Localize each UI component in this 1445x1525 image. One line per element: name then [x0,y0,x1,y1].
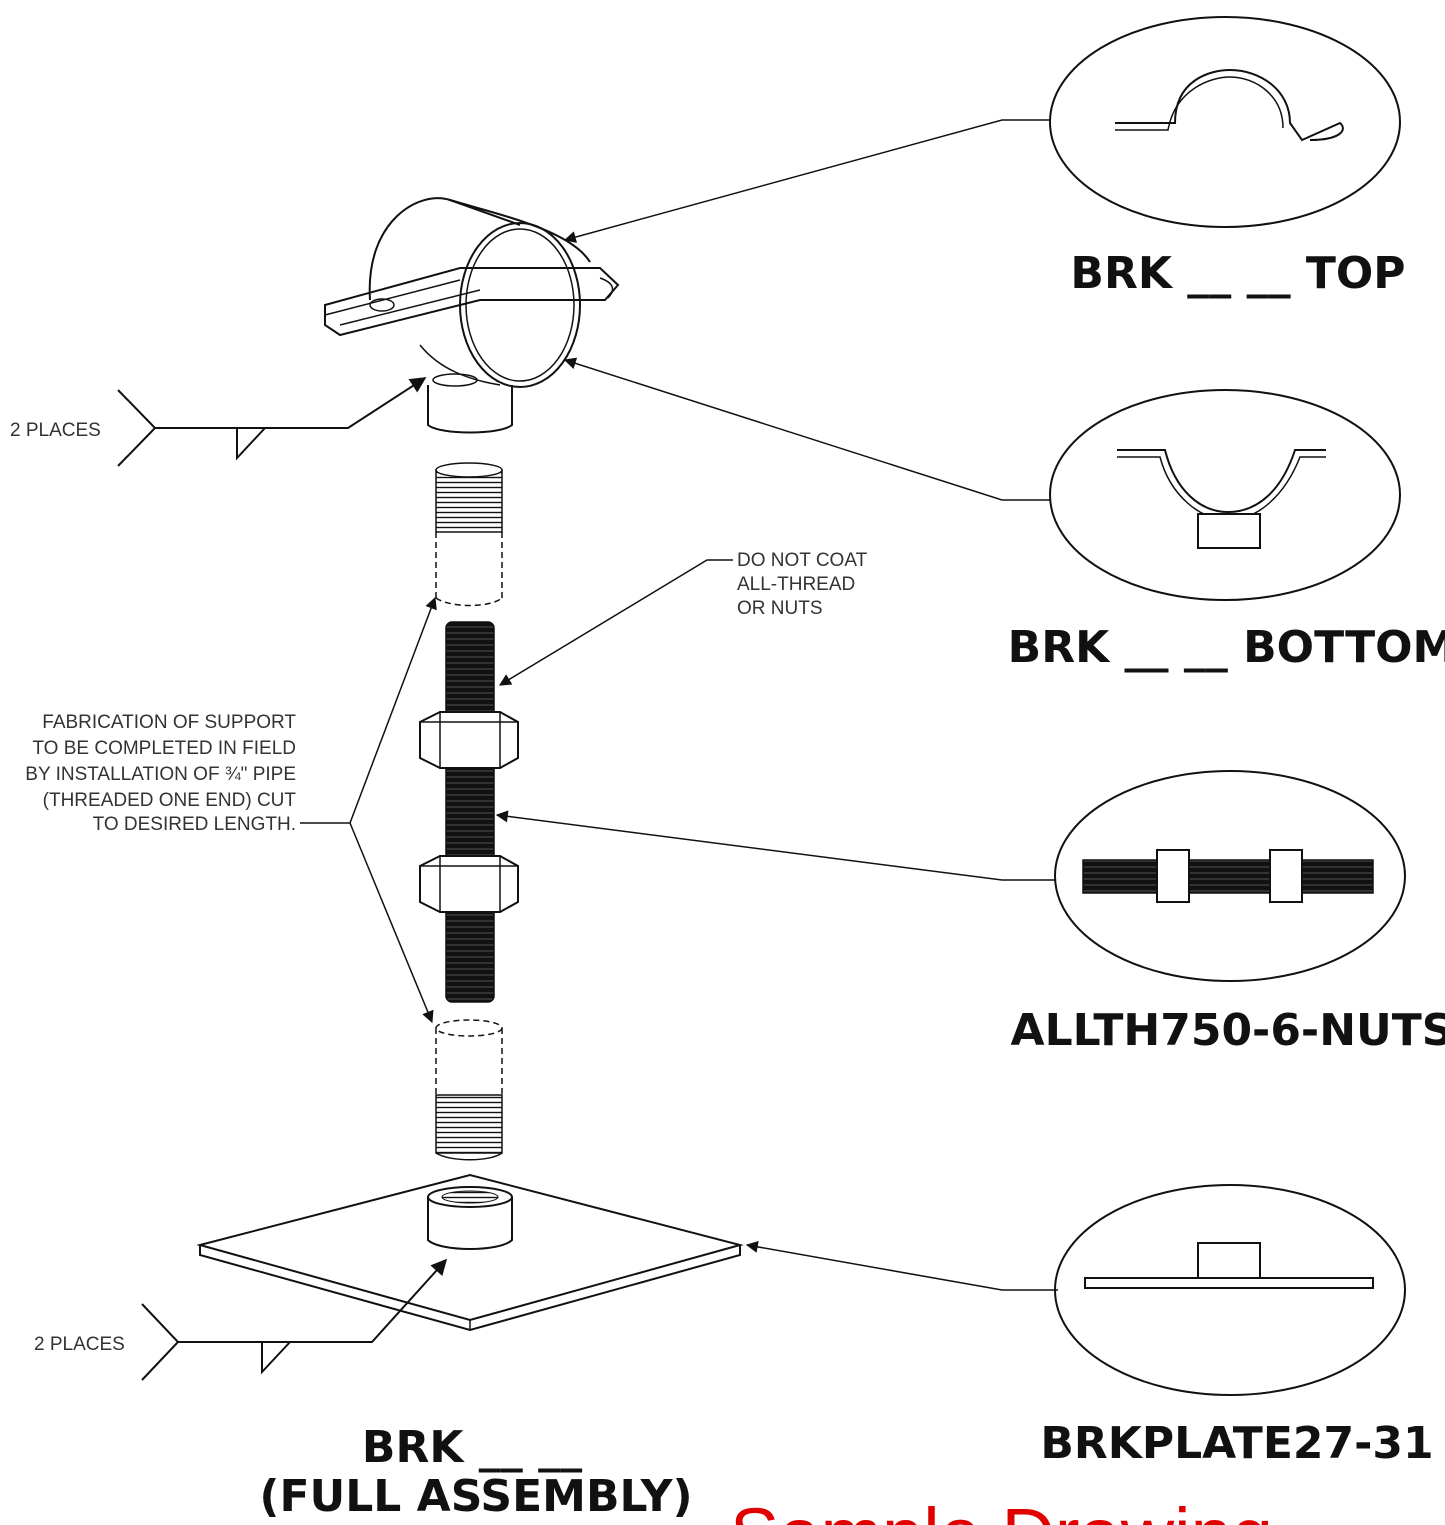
fabrication-note-line3: BY INSTALLATION OF ¾" PIPE [25,764,296,785]
do-not-coat-line3: OR NUTS [737,598,823,619]
base-plate-drawing [196,1173,744,1332]
fabrication-note-line2: TO BE COMPLETED IN FIELD [32,738,296,759]
do-not-coat-line2: ALL-THREAD [737,574,855,595]
pipe-clamp-drawing [324,197,620,434]
label-plate: BRKPLATE27-31 [1040,1418,1433,1469]
weld-symbol-top [117,377,427,467]
upper-pipe-nipple [435,462,503,607]
allthread-rod-drawing [419,621,519,1003]
detail-top-oval [1049,16,1401,228]
detail-plate-oval [1054,1184,1406,1396]
fabrication-note-line5: TO DESIRED LENGTH. [93,814,296,835]
sample-drawing-watermark: Sample Drawing [730,1493,1273,1525]
detail-allthread-oval [1054,770,1406,982]
label-assembly-line2: (FULL ASSEMBLY) [259,1471,692,1522]
fabrication-note-line1: FABRICATION OF SUPPORT [42,712,296,733]
fabrication-note-line4: (THREADED ONE END) CUT [43,790,297,811]
lower-pipe-nipple [435,1019,503,1161]
weld-symbol-bottom [141,1258,448,1381]
label-assembly-line1: BRK __ __ [362,1422,582,1473]
label-brk-bottom: BRK __ __ BOTTOM [1008,622,1445,673]
weld-note-bottom: 2 PLACES [34,1334,125,1355]
label-brk-top: BRK __ __ TOP [1070,248,1405,299]
detail-bottom-oval [1049,389,1401,601]
leader-lines [300,119,1058,1291]
do-not-coat-line1: DO NOT COAT [737,550,868,571]
weld-note-top: 2 PLACES [10,420,101,441]
label-allthread: ALLTH750-6-NUTS [1011,1005,1445,1056]
